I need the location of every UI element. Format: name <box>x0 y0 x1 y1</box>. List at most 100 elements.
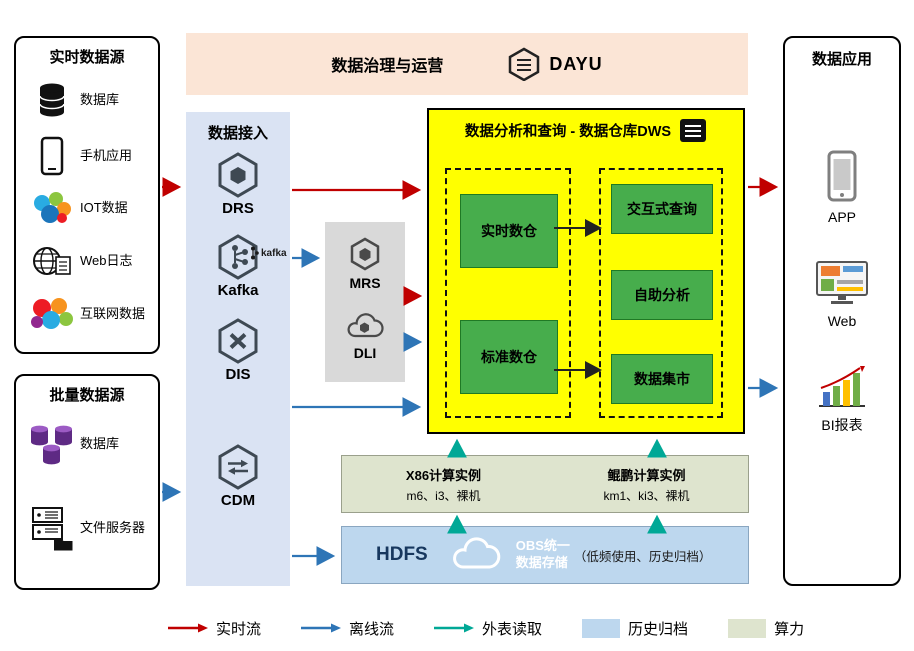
source-label: Web日志 <box>80 252 133 268</box>
app-label: Web <box>827 313 857 329</box>
source-item-iot: IOT数据 <box>24 190 154 226</box>
obs-line2: 数据存储 <box>515 555 568 570</box>
module-standard-warehouse: 标准数仓 <box>460 320 558 394</box>
app-item-app: APP <box>785 150 899 226</box>
ingest-label: Kafka <box>217 282 259 299</box>
dws-title-row: 数据分析和查询 - 数据仓库DWS <box>429 118 743 143</box>
legend-compute: 算力 <box>728 618 804 639</box>
source-label: 数据库 <box>80 91 120 107</box>
source-label: IOT数据 <box>80 199 128 215</box>
legend-external-read: 外表读取 <box>434 618 542 639</box>
dws-box: 数据分析和查询 - 数据仓库DWS 实时数仓 标准数仓 交互式查询 自助分析 <box>427 108 745 434</box>
governance-title: 数据治理与运营 <box>331 58 444 75</box>
obs-label: OBS统一 数据存储 <box>516 538 570 572</box>
batch-sources-panel: 批量数据源 数据库 <box>14 374 160 590</box>
legend-label: 外表读取 <box>482 620 543 638</box>
obs-note: （低频使用、历史归档） <box>573 549 712 564</box>
legend-realtime-flow: 实时流 <box>168 618 261 639</box>
module-label: 交互式查询 <box>627 201 697 217</box>
legend-label: 历史归档 <box>628 620 689 638</box>
data-ingest-column: 数据接入 DRS <box>186 112 290 586</box>
storage-box: HDFS OBS统一 数据存储 （低频使用、历史归档） <box>341 526 749 584</box>
ingest-item-dis: DIS <box>186 318 290 383</box>
database-icon <box>24 80 80 120</box>
module-label: 实时数仓 <box>481 223 537 239</box>
compute-swatch <box>728 618 767 638</box>
kafka-logo-badge: kafka <box>250 246 287 260</box>
middleware-item-dli: DLI <box>325 310 405 361</box>
kunpeng-title: 鲲鹏计算实例 <box>607 467 686 483</box>
iot-icon <box>24 190 80 226</box>
realtime-sources-panel: 实时数据源 数据库 手机应用 <box>14 36 160 354</box>
file-server-icon <box>24 504 80 552</box>
app-label: BI报表 <box>821 417 863 433</box>
dayu-icon <box>509 47 540 81</box>
dis-hexagon-icon <box>218 318 258 364</box>
source-label: 文件服务器 <box>80 519 146 535</box>
source-label: 手机应用 <box>80 147 133 163</box>
x86-compute: X86计算实例 m6、i3、裸机 <box>342 456 545 512</box>
source-item-web-log: Web日志 <box>24 243 154 279</box>
kunpeng-compute: 鲲鹏计算实例 km1、ki3、裸机 <box>545 456 748 512</box>
ingest-item-drs: DRS <box>186 152 290 217</box>
kafka-mini-icon <box>251 246 259 260</box>
source-item-batch-database: 数据库 <box>24 420 154 468</box>
web-log-icon <box>24 243 80 279</box>
middleware-label: DLI <box>353 345 377 361</box>
source-item-file-server: 文件服务器 <box>24 504 154 552</box>
module-self-service-analysis: 自助分析 <box>611 270 713 320</box>
ingest-label: DIS <box>225 366 251 383</box>
dws-icon <box>680 119 707 142</box>
drs-hexagon-icon <box>218 152 258 198</box>
module-interactive-query: 交互式查询 <box>611 184 713 234</box>
data-apps-panel: 数据应用 APP Web <box>783 36 901 586</box>
x86-title: X86计算实例 <box>405 467 482 483</box>
source-item-internet-data: 互联网数据 <box>24 296 154 332</box>
phone-icon <box>24 136 80 176</box>
kunpeng-spec: km1、ki3、裸机 <box>603 488 690 503</box>
data-ingest-title: 数据接入 <box>207 125 268 142</box>
internet-data-icon <box>24 296 80 332</box>
module-realtime-warehouse: 实时数仓 <box>460 194 558 268</box>
middleware-box: MRS DLI <box>325 222 405 382</box>
module-label: 数据集市 <box>634 371 690 387</box>
governance-banner: 数据治理与运营 DAYU <box>186 33 748 95</box>
middleware-item-mrs: MRS <box>325 236 405 291</box>
teal-arrow-icon <box>434 623 475 633</box>
legend-label: 离线流 <box>349 620 395 638</box>
app-item-bi: BI报表 <box>785 364 899 434</box>
batch-sources-title: 批量数据源 <box>49 387 125 404</box>
history-archive-swatch <box>582 618 621 638</box>
legend-label: 实时流 <box>216 620 262 638</box>
data-apps-title: 数据应用 <box>811 51 872 68</box>
ingest-label: DRS <box>222 200 254 217</box>
ingest-label: CDM <box>220 492 256 509</box>
dayu-brand: DAYU <box>507 47 602 81</box>
legend: 实时流 离线流 外表读取 历史归档 算力 <box>168 613 848 643</box>
dli-cloud-icon <box>347 313 384 338</box>
mrs-hexagon-icon <box>350 237 380 271</box>
source-item-mobile-app: 手机应用 <box>24 136 154 176</box>
middleware-label: MRS <box>349 275 381 291</box>
compute-box: X86计算实例 m6、i3、裸机 鲲鹏计算实例 km1、ki3、裸机 <box>341 455 749 513</box>
module-label: 自助分析 <box>634 287 690 303</box>
kafka-badge-label: kafka <box>261 247 287 259</box>
source-label: 互联网数据 <box>80 305 146 321</box>
bi-report-icon <box>819 366 865 407</box>
blue-arrow-icon <box>301 623 342 633</box>
app-item-web: Web <box>785 260 899 330</box>
obs-line1: OBS统一 <box>515 538 570 554</box>
hdfs-label: HDFS <box>376 544 428 565</box>
web-monitor-icon <box>816 261 868 304</box>
legend-history-archive: 历史归档 <box>582 618 688 639</box>
x86-spec: m6、i3、裸机 <box>406 488 481 503</box>
source-label: 数据库 <box>80 435 120 451</box>
ingest-item-cdm: CDM <box>186 444 290 509</box>
dws-analytics-group: 交互式查询 自助分析 数据集市 <box>599 168 723 418</box>
dws-title: 数据分析和查询 - 数据仓库DWS <box>464 124 672 140</box>
legend-label: 算力 <box>774 620 805 638</box>
source-item-database: 数据库 <box>24 80 154 120</box>
app-phone-icon <box>827 150 857 202</box>
app-label: APP <box>827 209 856 225</box>
